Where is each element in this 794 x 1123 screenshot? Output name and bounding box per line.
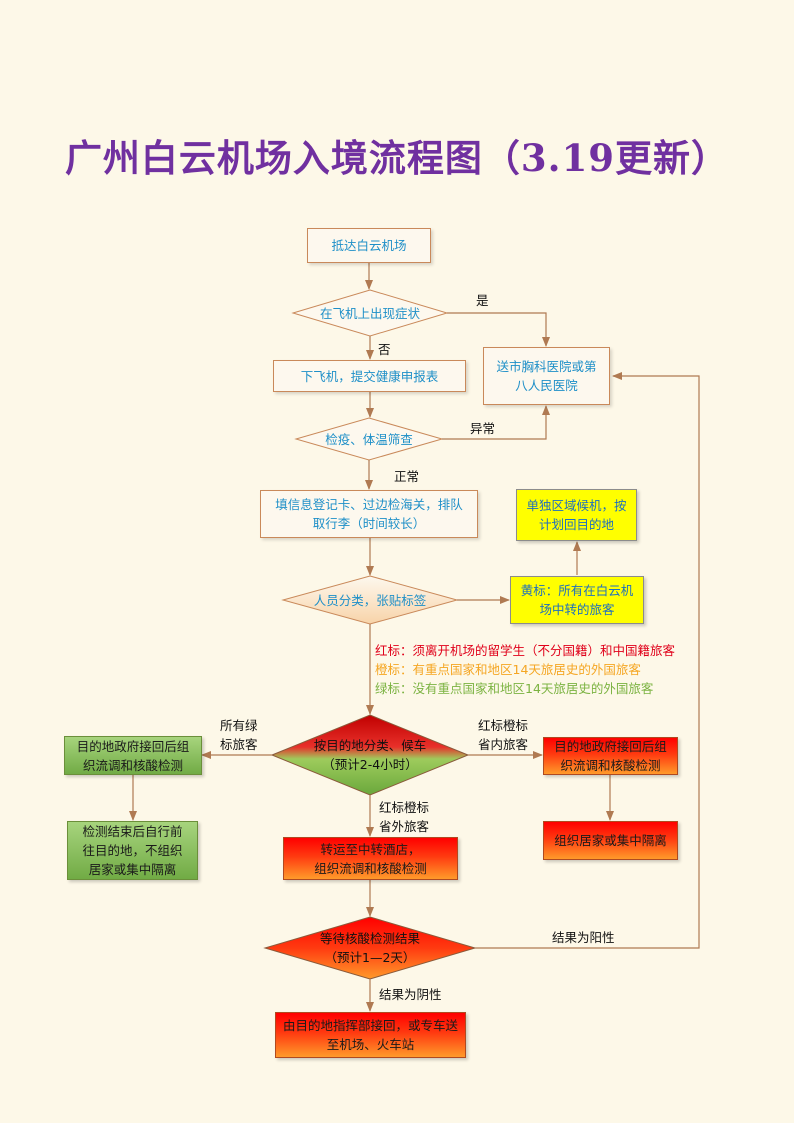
symptom-diamond-label: 在飞机上出现症状 — [319, 305, 420, 321]
edge-wait-positive — [475, 372, 700, 949]
yellow-tag-node: 黄标：所有在白云机 场中转的旅客 — [510, 576, 644, 624]
legend-green: 绿标：没有重点国家和地区14天旅居史的外国旅客 — [375, 681, 654, 696]
transfer-hotel-node: 转运至中转酒店， 组织流调和核酸检测 — [283, 837, 458, 880]
arrive-node: 抵达白云机场 — [307, 228, 431, 263]
edge-label-positive: 结果为阳性 — [552, 930, 615, 945]
edge-label-red-orange-out: 红标橙标 省外旅客 — [379, 800, 430, 834]
deplane-node: 下飞机，提交健康申报表 — [273, 360, 466, 392]
green-pickup-node: 目的地政府接回后组 织流调和核酸检测 — [64, 736, 202, 775]
fill-info-node: 填信息登记卡、过边检海关，排队 取行李（时间较长） — [260, 490, 478, 538]
legend-red: 红标：须离开机场的留学生（不分国籍）和中国籍旅客 — [375, 643, 676, 658]
separate-wait-node: 单独区域候机，按 计划回目的地 — [516, 489, 637, 541]
edge-quarantine-abnormal — [442, 405, 550, 440]
edge-label-normal: 正常 — [394, 469, 420, 484]
edge-symptom-yes — [447, 312, 550, 347]
edge-label-no: 否 — [378, 342, 391, 357]
send-hospital-node: 送市胸科医院或第 八人民医院 — [483, 347, 610, 405]
edge-label-abnormal: 异常 — [470, 421, 496, 436]
classify-diamond-label: 人员分类，张贴标签 — [313, 592, 427, 608]
province-pickup-node: 目的地政府接回后组 织流调和核酸检测 — [543, 737, 678, 775]
edge-label-negative: 结果为阴性 — [379, 987, 442, 1002]
province-isolation-node: 组织居家或集中隔离 — [543, 821, 678, 860]
edge-label-all-green: 所有绿 标旅客 — [220, 718, 258, 752]
destination-diamond-label: 按目的地分类、候车 （预计2-4小时） — [313, 738, 427, 772]
quarantine-diamond-label: 检疫、体温筛查 — [325, 431, 413, 447]
edge-label-yes: 是 — [476, 293, 489, 308]
page-title: 广州白云机场入境流程图（3.19更新） — [64, 136, 730, 180]
final-return-node: 由目的地指挥部接回，或专车送 至机场、火车站 — [275, 1012, 466, 1058]
wait-result-diamond-label: 等待核酸检测结果 （预计1—2天） — [319, 931, 420, 965]
green-after-node: 检测结束后自行前 往目的地，不组织 居家或集中隔离 — [67, 821, 198, 880]
edge-label-red-orange-in: 红标橙标 省内旅客 — [478, 718, 529, 752]
legend-orange: 橙标：有重点国家和地区14天旅居史的外国旅客 — [375, 662, 641, 677]
